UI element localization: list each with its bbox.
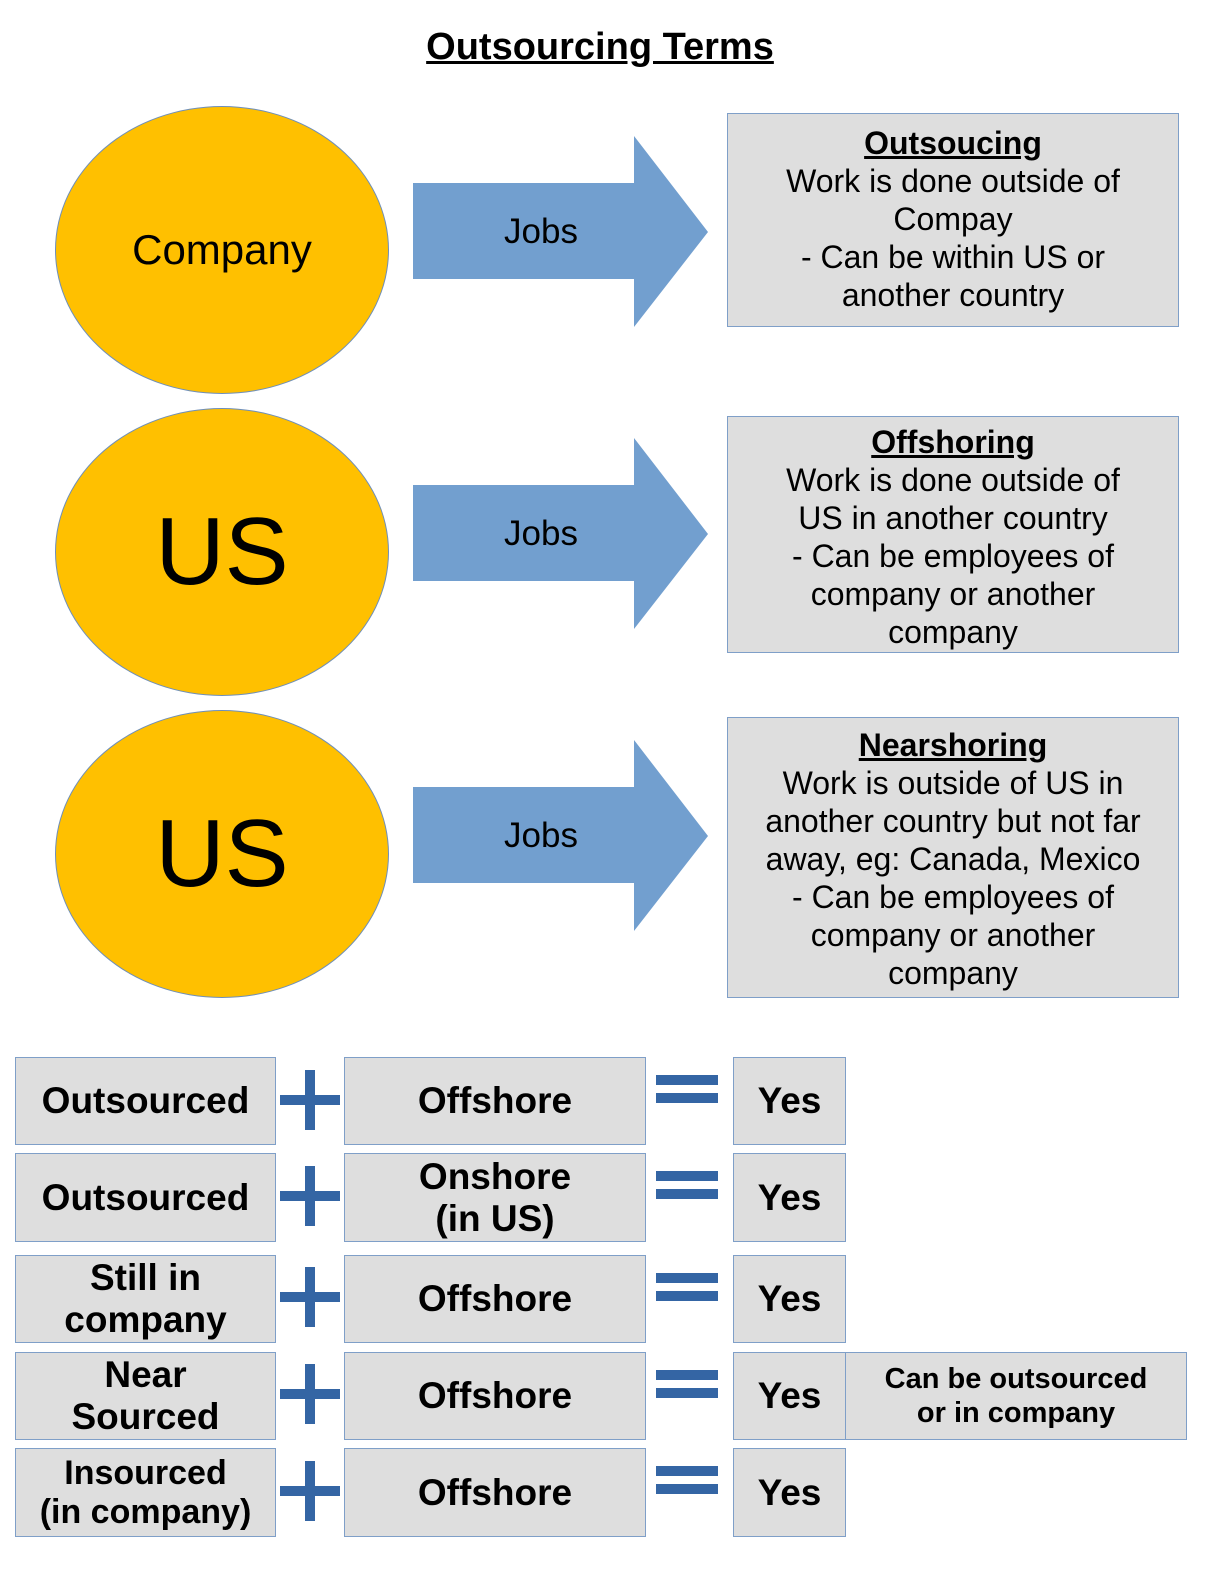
definition-line: company or another bbox=[810, 917, 1096, 953]
arrow-shape bbox=[413, 438, 708, 629]
circle-us: US bbox=[55, 408, 389, 696]
equation-result: Yes bbox=[733, 1255, 846, 1343]
equation-result: Yes bbox=[733, 1153, 846, 1242]
equation-result-label: Yes bbox=[757, 1471, 822, 1513]
equation-left-line: (in company) bbox=[39, 1492, 252, 1531]
arrow-label: Jobs bbox=[504, 816, 578, 855]
equation-left-line: Outsourced bbox=[41, 1080, 250, 1121]
circle-company: Company bbox=[55, 106, 389, 394]
circle-us: US bbox=[55, 710, 389, 998]
equation-note: Can be outsourced or in company bbox=[845, 1352, 1187, 1440]
equation-result: Yes bbox=[733, 1057, 846, 1145]
definition-line: Work is done outside of bbox=[786, 462, 1120, 498]
circle-label: Company bbox=[132, 226, 312, 273]
equation-right-line: Onshore bbox=[418, 1155, 572, 1197]
equation-left-line: Near bbox=[104, 1354, 187, 1395]
definition-line: another country but not far bbox=[765, 803, 1141, 839]
equation-left: Near Sourced bbox=[15, 1352, 276, 1440]
equation-result-label: Yes bbox=[757, 1375, 822, 1416]
equation-left-line: Sourced bbox=[71, 1396, 220, 1437]
equals-icon bbox=[656, 1273, 718, 1301]
equation-right-line: Offshore bbox=[417, 1375, 573, 1416]
equation-left: Outsourced bbox=[15, 1153, 276, 1242]
equation-note-line: or in company bbox=[916, 1397, 1116, 1429]
jobs-arrow: Jobs bbox=[412, 135, 710, 329]
equation-right: Offshore bbox=[344, 1352, 646, 1440]
plus-icon bbox=[280, 1267, 340, 1327]
equals-icon bbox=[656, 1370, 718, 1398]
equals-icon bbox=[656, 1466, 718, 1494]
equation-left: Insourced (in company) bbox=[15, 1448, 276, 1537]
jobs-arrow: Jobs bbox=[412, 739, 710, 933]
equals-icon bbox=[656, 1171, 718, 1199]
equation-result: Yes bbox=[733, 1448, 846, 1537]
equals-icon bbox=[656, 1075, 718, 1103]
arrow-shape bbox=[413, 740, 708, 931]
definition-line: Compay bbox=[893, 201, 1013, 237]
equation-left: Still in company bbox=[15, 1255, 276, 1343]
equation-right: Offshore bbox=[344, 1448, 646, 1537]
equation-right-line: Offshore bbox=[417, 1471, 573, 1513]
arrow-label: Jobs bbox=[504, 212, 578, 251]
definition-line: US in another country bbox=[798, 500, 1108, 536]
definition-outsourcing: Outsoucing Work is done outside of Compa… bbox=[727, 113, 1179, 327]
equation-left-line: Still in bbox=[90, 1257, 201, 1298]
equation-right: Offshore bbox=[344, 1057, 646, 1145]
circle-label: US bbox=[155, 800, 289, 907]
definition-line: Work is done outside of bbox=[786, 163, 1120, 199]
definition-line: another country bbox=[841, 277, 1065, 313]
plus-icon bbox=[280, 1070, 340, 1130]
equation-right-line: (in US) bbox=[435, 1197, 555, 1239]
definition-line: company bbox=[888, 955, 1018, 991]
definition-line: company bbox=[888, 614, 1018, 650]
arrow-label: Jobs bbox=[504, 514, 578, 553]
definition-heading: Nearshoring bbox=[858, 727, 1048, 763]
definition-nearshoring: Nearshoring Work is outside of US in ano… bbox=[727, 717, 1179, 998]
definition-offshoring: Offshoring Work is done outside of US in… bbox=[727, 416, 1179, 653]
circle-label: US bbox=[155, 498, 289, 605]
equation-result-label: Yes bbox=[757, 1176, 822, 1218]
equation-right-line: Offshore bbox=[417, 1278, 573, 1319]
definition-heading: Outsoucing bbox=[864, 125, 1042, 161]
equation-right-line: Offshore bbox=[417, 1080, 573, 1121]
definition-line: - Can be employees of bbox=[792, 538, 1114, 574]
definition-line: away, eg: Canada, Mexico bbox=[765, 841, 1141, 877]
plus-icon bbox=[280, 1166, 340, 1226]
equation-left-line: Outsourced bbox=[41, 1176, 250, 1218]
jobs-arrow: Jobs bbox=[412, 437, 710, 631]
equation-right: Onshore (in US) bbox=[344, 1153, 646, 1242]
equation-left-line: Insourced bbox=[64, 1453, 227, 1492]
equation-result: Yes bbox=[733, 1352, 846, 1440]
equation-result-label: Yes bbox=[757, 1080, 822, 1121]
definition-line: Work is outside of US in bbox=[782, 765, 1124, 801]
equation-result-label: Yes bbox=[757, 1278, 822, 1319]
plus-icon bbox=[280, 1364, 340, 1424]
arrow-shape bbox=[413, 136, 708, 327]
definition-line: - Can be employees of bbox=[792, 879, 1114, 915]
page-title: Outsourcing Terms bbox=[426, 26, 774, 68]
definition-heading: Offshoring bbox=[871, 424, 1035, 460]
definition-line: company or another bbox=[810, 576, 1096, 612]
definition-line: - Can be within US or bbox=[800, 239, 1106, 275]
equation-right: Offshore bbox=[344, 1255, 646, 1343]
equation-left: Outsourced bbox=[15, 1057, 276, 1145]
equation-left-line: company bbox=[64, 1299, 227, 1340]
plus-icon bbox=[280, 1461, 340, 1521]
equation-note-line: Can be outsourced bbox=[884, 1363, 1148, 1395]
